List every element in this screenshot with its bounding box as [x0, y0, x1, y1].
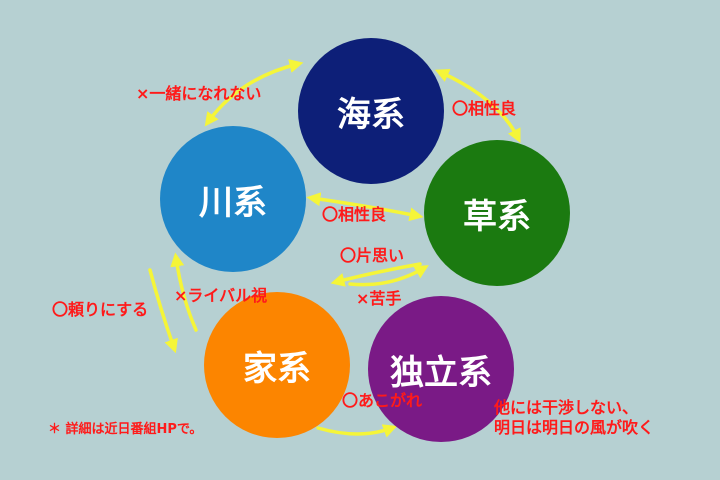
label-umi-kusa: 〇相性良 [452, 99, 517, 118]
node-kusa-label: 草系 [463, 196, 531, 237]
node-kawa: 川系 [160, 126, 306, 272]
label-rival: ×ライバル視 [174, 286, 268, 305]
arrow-umi-kusa [434, 69, 521, 144]
node-umi-label: 海系 [337, 94, 405, 135]
label-rely: 〇頼りにする [52, 300, 149, 319]
footnote-mark: ＊ [48, 422, 62, 437]
arrow-one-sided-love [330, 262, 422, 287]
label-admiration: 〇あこがれ [342, 391, 423, 410]
arrow-kawa-kusa [306, 192, 424, 222]
label-umi-kawa: ×一緒になれない [136, 84, 262, 103]
node-ie: 家系 [204, 292, 350, 438]
label-one-sided-love: 〇片思い [340, 246, 405, 265]
footnote-text: 詳細は近日番組HPで。 [65, 422, 203, 437]
footnote: ＊ 詳細は近日番組HPで。 [48, 418, 202, 437]
dokuritsu-note-line1: 他には干渉しない、 [494, 398, 639, 417]
label-dislike: ×苦手 [356, 289, 402, 308]
node-kusa: 草系 [424, 140, 570, 286]
arrow-rival [170, 252, 198, 332]
dokuritsu-note-line2: 明日は明日の風が吹く [494, 418, 655, 437]
node-dokuritsu: 独立系 [368, 296, 514, 442]
node-umi: 海系 [298, 38, 444, 184]
label-kawa-kusa: 〇相性良 [322, 205, 387, 224]
node-dokuritsu-label: 独立系 [390, 352, 492, 393]
node-kawa-label: 川系 [199, 182, 267, 223]
arrow-dislike [348, 265, 429, 287]
node-ie-label: 家系 [243, 348, 311, 389]
arrow-admiration [316, 424, 398, 438]
arrow-umi-kawa [204, 59, 304, 127]
arrow-rely [148, 268, 178, 354]
